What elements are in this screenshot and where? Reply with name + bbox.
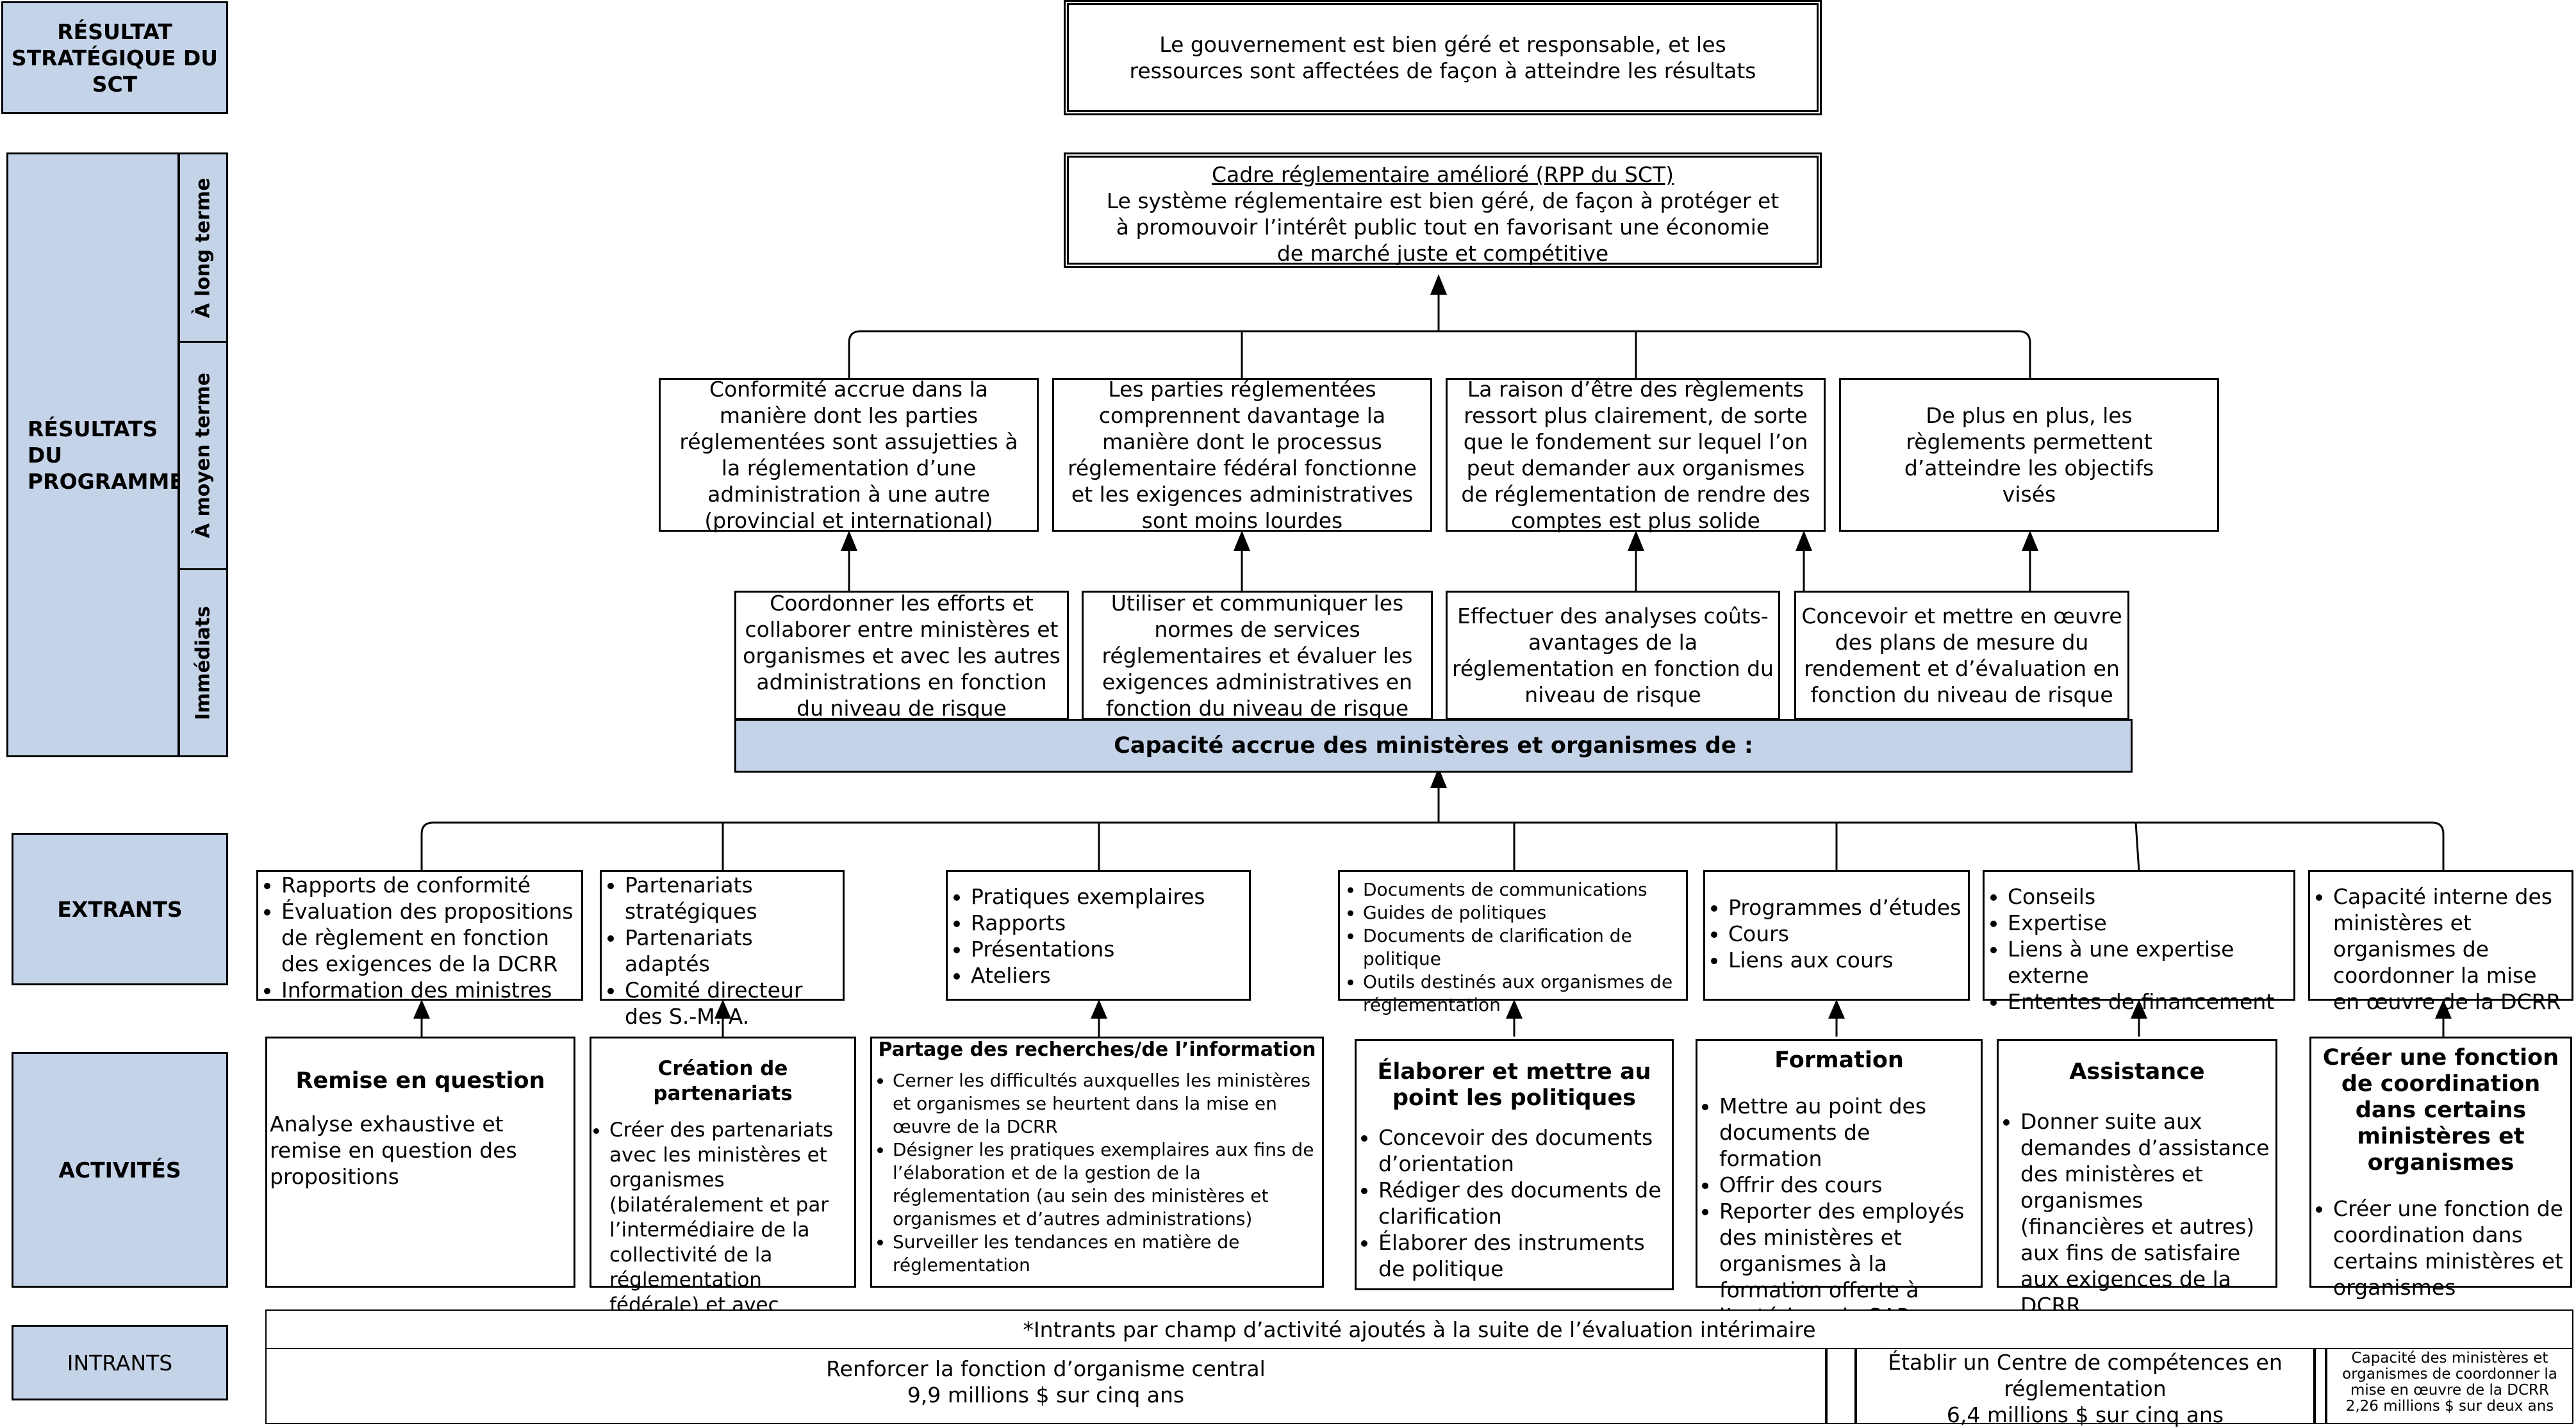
row-label-program: RÉSULTATS DU PROGRAMME: [6, 152, 184, 757]
mid-term-box-3: La raison d’être des règlements ressort …: [1446, 377, 1826, 533]
activity-box-creation-partenariats: Création de partenariats Créer des parte…: [590, 1037, 856, 1366]
outputs-box-2: Partenariats stratégiques Partenariats a…: [600, 870, 845, 1029]
inputs-spacer-1: [1826, 1348, 1856, 1424]
activity-title: Créer une fonction de coordination dans …: [2322, 1045, 2559, 1176]
long-term-outcome-box: Cadre réglementaire amélioré (RPP du SCT…: [1064, 152, 1822, 268]
outputs-box-7: Capacité interne des ministères et organ…: [2308, 870, 2573, 1014]
immediate-box-2: Utiliser et communiquer les normes de se…: [1082, 591, 1433, 721]
immediate-box-1: Coordonner les efforts et collaborer ent…: [734, 591, 1069, 721]
row-label-strategic: RÉSULTAT STRATÉGIQUE DU SCT: [1, 1, 228, 114]
row-label-activities: ACTIVITÉS: [12, 1052, 228, 1288]
capacity-bar: Capacité accrue des ministères et organi…: [734, 719, 2133, 773]
row-label-long-term: À long terme: [178, 152, 228, 343]
activity-box-assistance: Assistance Donner suite aux demandes d’a…: [1997, 1039, 2277, 1318]
long-term-text: Le système réglementaire est bien géré, …: [1106, 188, 1779, 266]
activity-title: Partage des recherches/de l’information: [878, 1038, 1316, 1061]
activity-text: Analyse exhaustive et remise en question…: [270, 1112, 517, 1189]
inputs-spacer-2: [2315, 1348, 2326, 1424]
mid-term-box-2: Les parties réglementées comprennent dav…: [1052, 377, 1432, 533]
activity-box-formation: Formation Mettre au point des documents …: [1696, 1039, 1983, 1329]
activity-title: Formation: [1774, 1047, 1904, 1073]
outputs-box-3: Pratiques exemplaires Rapports Présentat…: [946, 870, 1251, 1001]
strategic-outcome-box: Le gouvernement est bien géré et respons…: [1064, 0, 1822, 115]
immediate-box-3: Effectuer des analyses coûts-avantages d…: [1446, 591, 1780, 720]
outputs-box-4: Documents de communications Guides de po…: [1338, 870, 1688, 1015]
activity-box-elaborer-politiques: Élaborer et mettre au point les politiqu…: [1355, 1039, 1674, 1290]
row-label-inputs: INTRANTS: [12, 1325, 228, 1400]
activity-box-remise-en-question: Remise en question Analyse exhaustive et…: [265, 1037, 575, 1288]
inputs-header: *Intrants par champ d’activité ajoutés à…: [265, 1309, 2573, 1349]
outputs-box-1: Rapports de conformité Évaluation des pr…: [256, 870, 583, 1003]
activity-title: Élaborer et mettre au point les politiqu…: [1377, 1059, 1651, 1111]
midterm-bracket: [848, 330, 2031, 378]
inputs-col-2: Établir un Centre de compétences en régl…: [1856, 1348, 2315, 1427]
activity-title: Assistance: [2069, 1059, 2205, 1085]
activity-title: Remise en question: [295, 1068, 545, 1094]
activity-title: Création de partenariats: [653, 1057, 793, 1105]
immediate-box-4: Concevoir et mettre en œuvre des plans d…: [1794, 591, 2129, 720]
activity-box-coordination: Créer une fonction de coordination dans …: [2309, 1037, 2572, 1300]
row-label-mid-term: À moyen terme: [178, 341, 228, 570]
row-label-immediate: Immédiats: [178, 568, 228, 757]
mid-term-box-4: De plus en plus, les règlements permette…: [1839, 378, 2219, 532]
long-term-title: Cadre réglementaire amélioré (RPP du SCT…: [1211, 162, 1674, 187]
row-label-outputs: EXTRANTS: [12, 833, 228, 985]
inputs-col-1: Renforcer la fonction d’organisme centra…: [265, 1348, 1826, 1424]
outputs-bracket: [420, 821, 2445, 871]
inputs-col-3: Capacité des ministères et organismes de…: [2326, 1348, 2573, 1424]
outputs-box-6: Conseils Expertise Liens à une expertise…: [1983, 870, 2295, 1014]
outputs-box-5: Programmes d’études Cours Liens aux cour…: [1703, 870, 1970, 1001]
mid-term-box-1: Conformité accrue dans la manière dont l…: [659, 377, 1039, 533]
activity-box-partage-recherches: Partage des recherches/de l’information …: [870, 1037, 1324, 1288]
